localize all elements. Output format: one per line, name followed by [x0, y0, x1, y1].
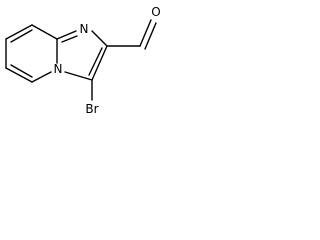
- bond-c8-c7: [5, 24, 33, 40]
- bond-cho-o-inner: [144, 22, 157, 50]
- bond-c8a-n1: [56, 30, 77, 40]
- bond-c2-c3-inner: [88, 47, 103, 76]
- bond-n1-c2: [91, 30, 108, 47]
- bond-c3-n-bridge: [64, 71, 93, 81]
- bond-c6-c5: [5, 67, 33, 83]
- bond-c8a-c8: [31, 24, 58, 40]
- bond-c5-n-bridge: [31, 71, 52, 83]
- bond-c8-c7-inner: [10, 29, 33, 43]
- bond-c2-c3: [91, 45, 108, 81]
- atom-label-n-bridge: N: [54, 62, 63, 76]
- atom-label-bromine: Br: [85, 102, 98, 116]
- bond-cho-o: [139, 19, 152, 47]
- atom-label-n-imine: N: [80, 22, 89, 36]
- molecule-structure-diagram: N N Br O: [5, 5, 161, 116]
- bond-c6-c5-inner: [10, 64, 33, 78]
- bond-c8a-n1-inner: [61, 35, 78, 43]
- atom-label-aldehyde-oxygen: O: [151, 5, 160, 19]
